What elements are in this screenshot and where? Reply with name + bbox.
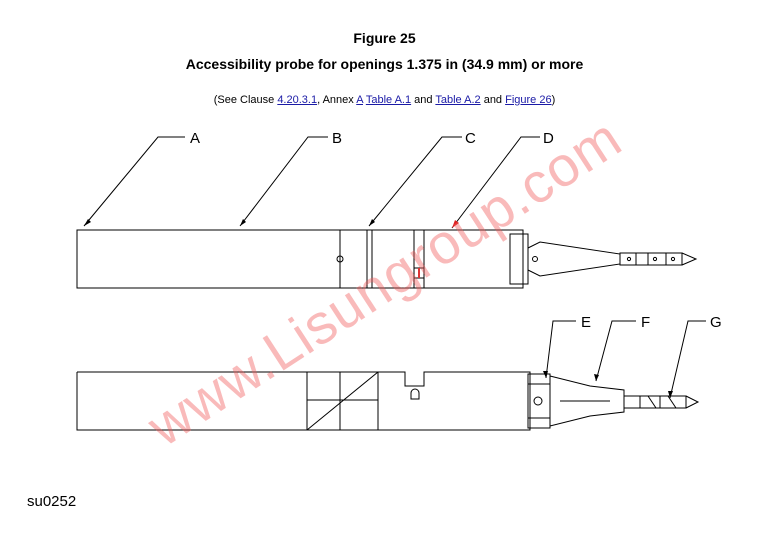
annex-link[interactable]: A: [356, 94, 363, 106]
figure-26-link[interactable]: Figure 26: [505, 94, 552, 106]
callout-d: D: [543, 130, 554, 147]
figure-title: Figure 25: [353, 30, 416, 46]
refs-suffix: ): [551, 94, 556, 106]
leader-lines: [83, 136, 706, 399]
refs-mid1: , Annex: [317, 94, 357, 106]
table-a2-link[interactable]: Table A.2: [435, 94, 481, 106]
references-line: (See Clause 4.20.3.1, Annex A Table A.1 …: [0, 94, 769, 106]
refs-mid3: and: [480, 94, 506, 106]
callout-g: G: [710, 314, 722, 331]
callout-a: A: [190, 130, 200, 147]
probe-side-view: [76, 371, 700, 431]
callout-f: F: [641, 314, 650, 331]
refs-mid2: and: [411, 94, 436, 106]
refs-prefix: (See Clause: [213, 94, 278, 106]
callout-e: E: [581, 314, 591, 331]
clause-link[interactable]: 4.20.3.1: [277, 94, 318, 106]
drawing-code: su0252: [27, 493, 77, 510]
callout-c: C: [465, 130, 476, 147]
probe-top-view: [76, 229, 698, 289]
table-a1-link[interactable]: Table A.1: [365, 94, 412, 106]
callout-b: B: [332, 130, 342, 147]
figure-caption: Accessibility probe for openings 1.375 i…: [185, 56, 584, 72]
